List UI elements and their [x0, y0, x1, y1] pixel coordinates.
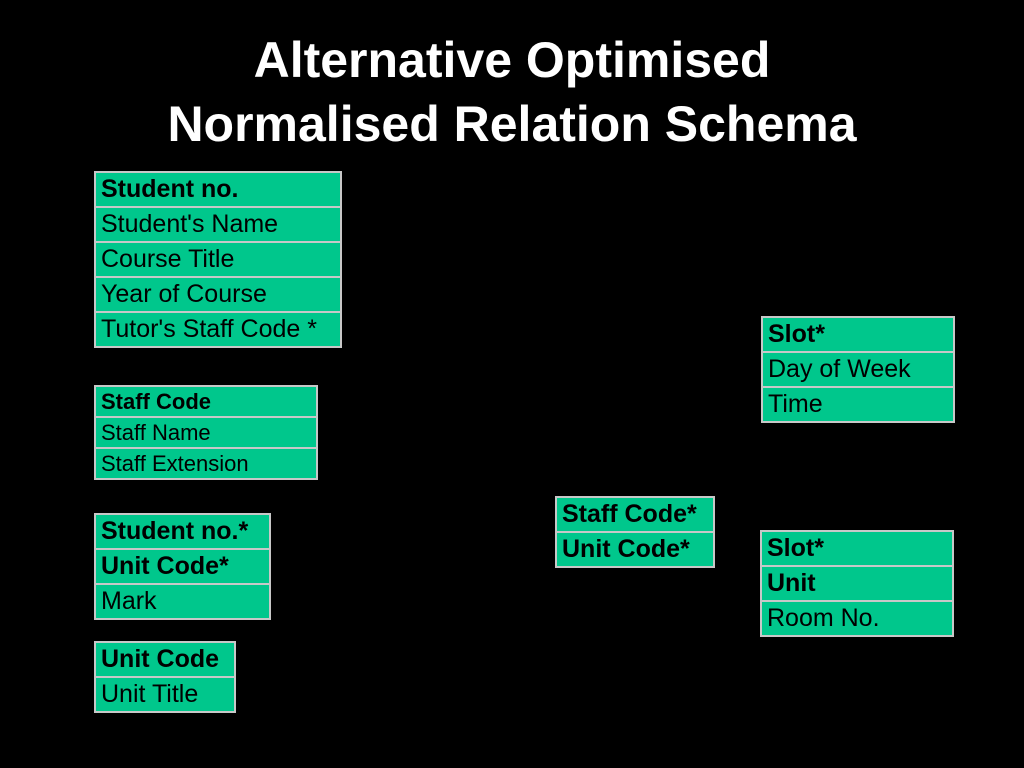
- relation-unit: Unit Code Unit Title: [94, 641, 236, 713]
- attribute-primary-key: Student no.: [94, 171, 342, 208]
- relation-staff: Staff Code Staff Name Staff Extension: [94, 385, 318, 480]
- attribute: Room No.: [760, 600, 954, 637]
- attribute-primary-key: Unit Code: [94, 641, 236, 678]
- attribute: Time: [761, 386, 955, 423]
- attribute: Staff Name: [94, 416, 318, 449]
- attribute-primary-key: Student no.*: [94, 513, 271, 550]
- attribute-primary-key: Slot*: [760, 530, 954, 567]
- attribute-primary-key: Unit Code*: [555, 531, 715, 568]
- slide-title: Alternative Optimised Normalised Relatio…: [0, 28, 1024, 156]
- attribute: Staff Extension: [94, 447, 318, 480]
- attribute: Course Title: [94, 241, 342, 278]
- attribute-primary-key: Staff Code*: [555, 496, 715, 533]
- attribute-primary-key: Unit: [760, 565, 954, 602]
- attribute: Unit Title: [94, 676, 236, 713]
- relation-staff-unit: Staff Code* Unit Code*: [555, 496, 715, 568]
- attribute-primary-key: Unit Code*: [94, 548, 271, 585]
- attribute-foreign-key: Tutor's Staff Code *: [94, 311, 342, 348]
- relation-slot-unit: Slot* Unit Room No.: [760, 530, 954, 637]
- relation-student: Student no. Student's Name Course Title …: [94, 171, 342, 348]
- slide-title-line-2: Normalised Relation Schema: [167, 96, 857, 152]
- relation-slot: Slot* Day of Week Time: [761, 316, 955, 423]
- attribute: Day of Week: [761, 351, 955, 388]
- attribute: Year of Course: [94, 276, 342, 313]
- slide-title-line-1: Alternative Optimised: [253, 32, 771, 88]
- attribute-primary-key: Slot*: [761, 316, 955, 353]
- attribute-primary-key: Staff Code: [94, 385, 318, 418]
- attribute: Mark: [94, 583, 271, 620]
- relation-student-unit: Student no.* Unit Code* Mark: [94, 513, 271, 620]
- attribute: Student's Name: [94, 206, 342, 243]
